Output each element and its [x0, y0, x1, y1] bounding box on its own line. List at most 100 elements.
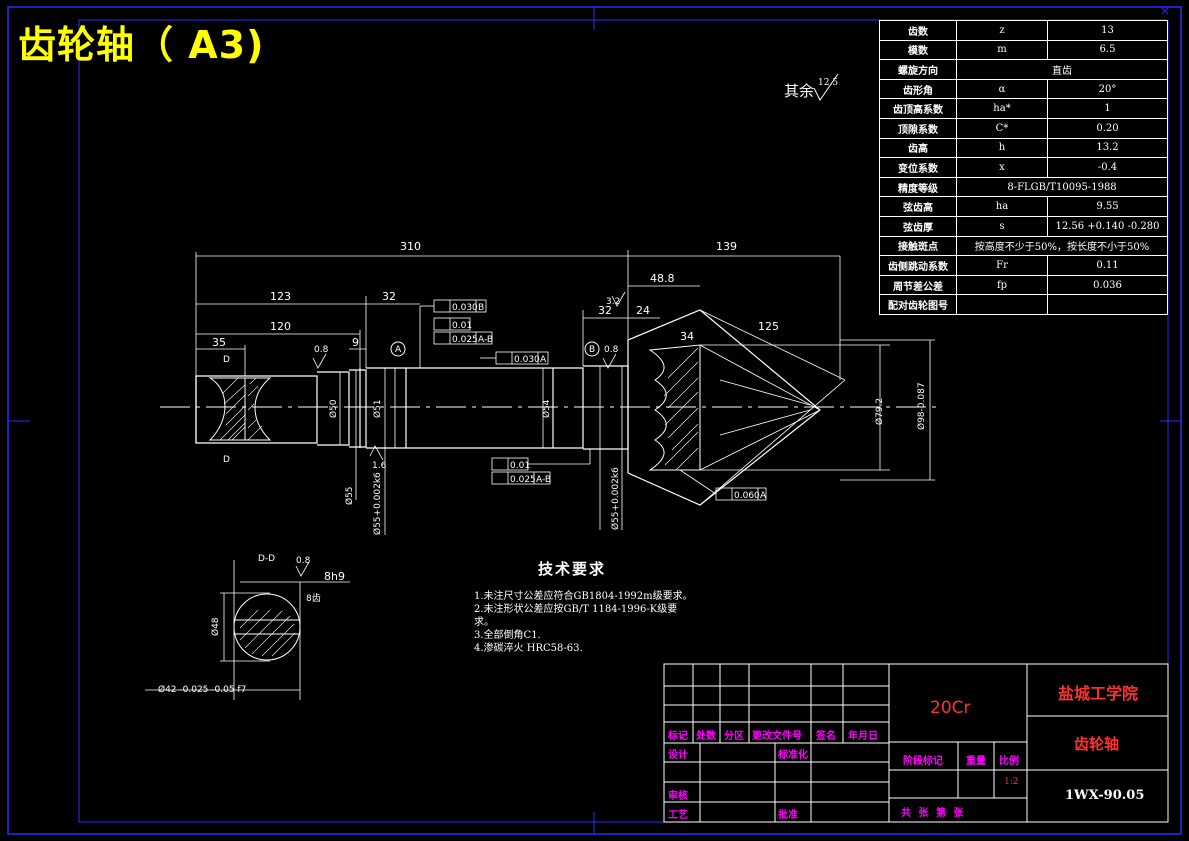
tol-g-ref: A [760, 491, 767, 501]
tb-school: 盐城工学院 [1058, 684, 1139, 703]
dia-51: Ø51 [372, 399, 383, 418]
tb-approve: 批准 [778, 810, 798, 821]
dim-125: 125 [758, 320, 779, 333]
param-value: 13.2 [1047, 137, 1168, 159]
dia-55-k6-b: Ø55+0.002k6 [610, 467, 621, 530]
tb-signature: 签名 [816, 731, 836, 742]
datum-b: B [589, 345, 595, 355]
roughness-3-2: 3.2 [606, 297, 620, 307]
roughness-0-8-a: 0.8 [314, 345, 329, 355]
shaft-outline [195, 309, 821, 506]
param-value: 0.20 [1047, 117, 1168, 139]
tol-g: 0.060 [734, 491, 760, 501]
roughness-symbols [295, 291, 626, 577]
tb-review: 审核 [668, 791, 688, 802]
tb-scale: 1:2 [1004, 777, 1019, 787]
param-symbol: ha* [956, 98, 1048, 119]
tech-item: 3.全部倒角C1. [474, 630, 541, 641]
param-symbol: α [956, 78, 1048, 100]
tb-count: 处数 [696, 731, 716, 742]
tol-d: 0.030 [514, 355, 540, 365]
param-name: 螺旋方向 [879, 59, 957, 80]
teeth-count: 8齿 [306, 593, 321, 604]
param-name: 配对齿轮图号 [879, 294, 957, 315]
tb-process: 工艺 [668, 810, 688, 821]
tol-f-ref: A-B [536, 475, 551, 485]
cone-construction [699, 309, 846, 506]
param-symbol: x [956, 157, 1048, 178]
tb-zone: 分区 [724, 731, 744, 742]
dia-48: Ø48 [210, 617, 221, 636]
drawing-title: 齿轮轴（ A3) [18, 23, 265, 67]
tech-item: 求。 [474, 617, 494, 628]
tol-c: 0.025 [452, 335, 478, 345]
param-name: 精度等级 [879, 176, 957, 198]
param-value: 6.5 [1047, 39, 1168, 61]
dia-98: Ø98-0.087 [916, 382, 927, 430]
param-symbol: z [956, 20, 1048, 41]
param-name: 变位系数 [879, 157, 957, 178]
datum-a: A [395, 345, 402, 355]
datum-a-marker [390, 341, 406, 357]
param-value: 按高度不少于50%，按长度不小于50% [956, 235, 1168, 257]
tech-heading: 技术要求 [538, 560, 607, 578]
section-label: D-D [258, 554, 275, 564]
dia-79-2: Ø79.2 [874, 398, 885, 425]
param-value: 0.11 [1047, 255, 1168, 276]
title-block-grid [663, 663, 1169, 823]
dimension-lines [195, 250, 935, 535]
section-mark-d1: D [223, 355, 230, 365]
tb-part-name: 齿轮轴 [1074, 735, 1120, 753]
param-value: 20° [1047, 78, 1168, 100]
param-symbol: fp [956, 274, 1048, 296]
tb-drawing-no: 1WX-90.05 [1065, 788, 1145, 803]
tol-f: 0.025 [510, 475, 536, 485]
param-symbol: s [956, 215, 1048, 237]
param-name: 齿形角 [879, 78, 957, 100]
tb-stage-mark: 阶段标记 [903, 756, 943, 767]
remaining-roughness-value: 12.5 [818, 78, 839, 88]
tol-c-ref: A-B [478, 335, 493, 345]
dim-120: 120 [270, 320, 291, 333]
param-name: 齿顶高系数 [879, 98, 957, 119]
roughness-0-8-b: 0.8 [604, 345, 619, 355]
param-value: 9.55 [1047, 196, 1168, 217]
tb-change-doc: 更改文件号 [752, 731, 802, 742]
param-name: 接触斑点 [879, 235, 957, 257]
tech-item: 2.未注形状公差应按GB/T 1184-1996-K级要 [474, 604, 678, 615]
centering-marks [8, 7, 1181, 834]
param-name: 弦齿厚 [879, 215, 957, 237]
dim-24: 24 [636, 304, 650, 317]
remaining-roughness-label: 其余 [784, 82, 815, 100]
tol-a: 0.030 [452, 303, 478, 313]
tb-scale-label: 比例 [999, 756, 1019, 767]
param-value: 0.036 [1047, 274, 1168, 296]
dim-34: 34 [680, 330, 694, 343]
param-name: 弦齿高 [879, 196, 957, 217]
gear-teeth [648, 344, 701, 471]
tol-a-ref: B [478, 303, 484, 313]
param-symbol [956, 294, 1048, 315]
dim-32b: 32 [598, 304, 612, 317]
dim-32: 32 [382, 290, 396, 303]
tolerance-frames [419, 299, 767, 501]
tol-b: 0.01 [452, 321, 472, 331]
dia-54: Ø54 [541, 399, 552, 418]
dim-9: 9 [352, 336, 359, 349]
tb-standard: 标准化 [778, 750, 808, 761]
keyway-cut [208, 377, 272, 441]
tb-material: 20Cr [930, 698, 971, 718]
tol-d-ref: A [540, 355, 547, 365]
param-symbol: C* [956, 117, 1048, 139]
tb-weight: 重量 [966, 756, 986, 767]
